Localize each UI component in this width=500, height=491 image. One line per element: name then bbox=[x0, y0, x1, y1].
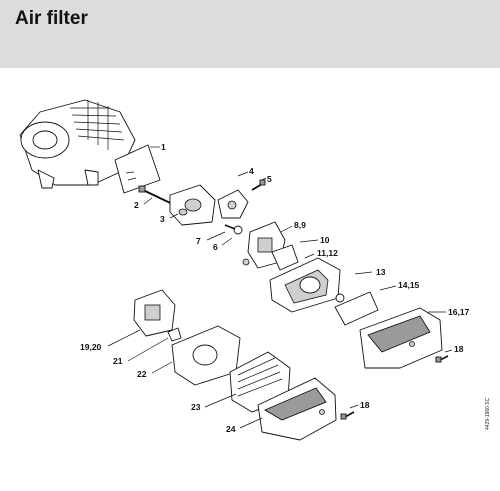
callout-13: 13 bbox=[376, 267, 386, 277]
callout-18-upper: 18 bbox=[454, 344, 464, 354]
callout-11-12: 11,12 bbox=[317, 248, 338, 258]
part-gasket bbox=[114, 144, 161, 194]
part-ring bbox=[335, 293, 345, 303]
callout-2: 2 bbox=[134, 200, 139, 210]
callout-22: 22 bbox=[137, 369, 147, 379]
callout-18-lower: 18 bbox=[360, 400, 370, 410]
callout-1: 1 bbox=[161, 142, 166, 152]
leader-lines bbox=[107, 146, 453, 429]
part-cover-upper bbox=[359, 307, 443, 369]
part-cover-lower bbox=[257, 377, 337, 441]
callout-14-15: 14,15 bbox=[398, 280, 420, 290]
part-gasket-10 bbox=[271, 244, 299, 271]
page-title: Air filter bbox=[15, 8, 88, 29]
part-nipple bbox=[167, 327, 182, 342]
callout-5: 5 bbox=[267, 174, 272, 184]
part-screw-18-upper bbox=[435, 355, 449, 363]
drawing-code: 4429-1960 SC bbox=[485, 397, 491, 430]
callout-8-9: 8,9 bbox=[294, 220, 306, 230]
engine-block bbox=[19, 99, 136, 189]
part-screw-5 bbox=[251, 179, 266, 191]
part-base-plate bbox=[171, 325, 241, 386]
part-filter-pad bbox=[334, 291, 379, 326]
callout-19-20: 19,20 bbox=[80, 342, 102, 352]
callout-3: 3 bbox=[160, 214, 165, 224]
callout-23: 23 bbox=[191, 402, 201, 412]
callout-4: 4 bbox=[249, 166, 254, 176]
part-screw-18-lower bbox=[340, 411, 355, 420]
callout-16-17: 16,17 bbox=[448, 307, 470, 317]
callout-21: 21 bbox=[113, 356, 123, 366]
part-carburetor-lower bbox=[133, 289, 176, 337]
callout-24: 24 bbox=[226, 424, 236, 434]
part-washer bbox=[233, 225, 243, 235]
header-bar: Air filter bbox=[0, 0, 500, 68]
callout-6: 6 bbox=[213, 242, 218, 252]
callout-7: 7 bbox=[196, 236, 201, 246]
callout-10: 10 bbox=[320, 235, 330, 245]
part-filter-base bbox=[269, 257, 341, 313]
